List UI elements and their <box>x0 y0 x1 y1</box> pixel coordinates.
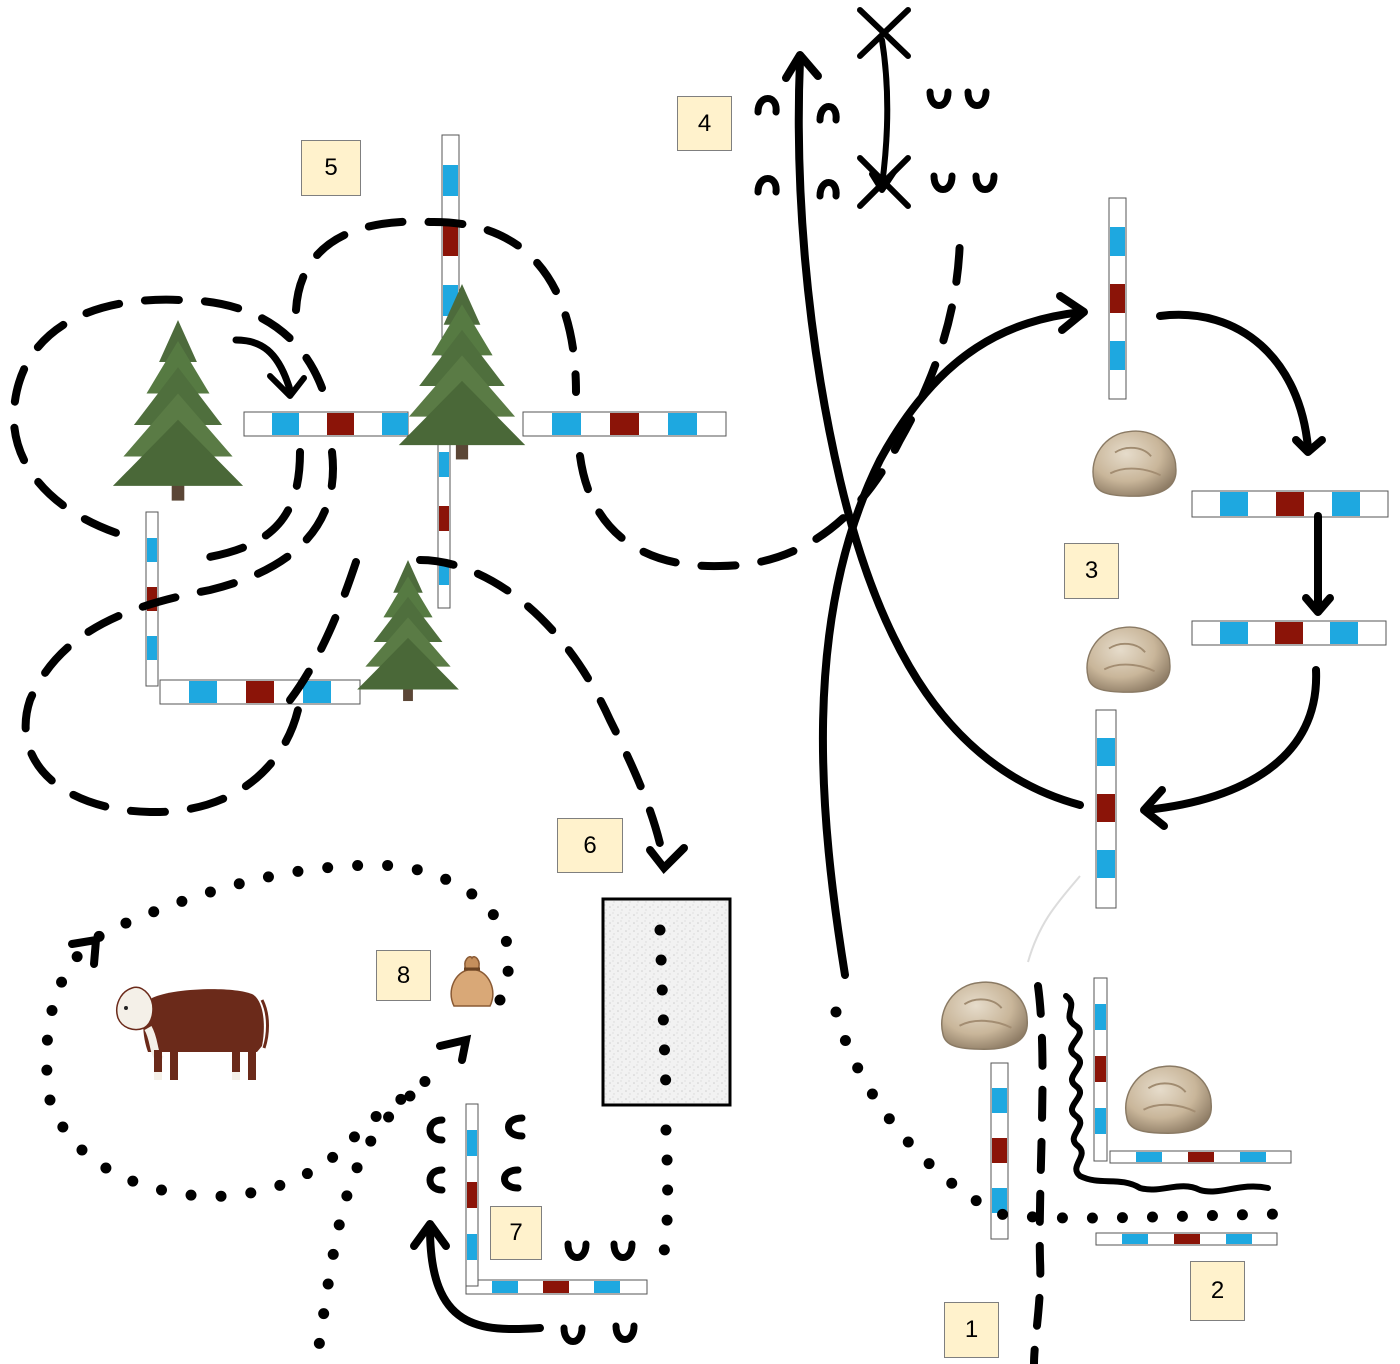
cow-icon <box>116 986 269 1080</box>
sand-pit <box>601 897 732 1107</box>
wavy-path <box>1063 993 1271 1195</box>
station-label-2: 2 <box>1190 1261 1245 1321</box>
rock-icon <box>1092 430 1177 498</box>
solid-paths <box>232 37 1334 1334</box>
pole-left-vertical <box>145 511 159 687</box>
station-label-7: 7 <box>490 1206 542 1260</box>
pole-station7-vertical <box>465 1103 479 1287</box>
dashed-paths <box>9 217 964 866</box>
dotted-paths <box>41 859 1286 1364</box>
rock-icon <box>1124 1065 1213 1135</box>
rock-icon <box>1086 626 1171 694</box>
station-label-8: 8 <box>376 950 431 1001</box>
pole-station7-horizontal <box>465 1279 648 1295</box>
pole-center-vertical <box>437 435 451 609</box>
x-mark-icon <box>857 155 911 209</box>
pole-station3-top-vertical <box>1108 197 1127 400</box>
pole-lower-left-horizontal <box>159 679 361 705</box>
tree-icon <box>398 284 526 460</box>
pole-station3-upper-horizontal <box>1191 490 1389 518</box>
pole-station3-bottom-vertical <box>1095 709 1117 909</box>
station-label-1: 1 <box>944 1302 999 1358</box>
dashed-vertical <box>1030 982 1047 1364</box>
station-label-6: 6 <box>557 818 623 873</box>
pole-station1-vertical <box>990 1062 1009 1240</box>
terrain-marks <box>426 88 998 1345</box>
pole-station2-lower-horizontal <box>1095 1232 1278 1246</box>
tree-icon <box>112 320 244 501</box>
pole-top-center-horizontal <box>243 411 409 437</box>
station-label-5: 5 <box>301 140 361 196</box>
pole-station2-tall-vertical <box>1093 977 1108 1162</box>
pole-station3-lower-horizontal <box>1191 620 1387 646</box>
station-label-3: 3 <box>1064 543 1119 599</box>
rock-icon <box>940 981 1029 1051</box>
station-label-4: 4 <box>677 96 732 151</box>
sack-icon <box>450 956 494 1007</box>
pole-top-right-horizontal <box>522 411 727 437</box>
pole-station2-upper-horizontal <box>1109 1150 1292 1164</box>
x-mark-icon <box>857 7 911 59</box>
